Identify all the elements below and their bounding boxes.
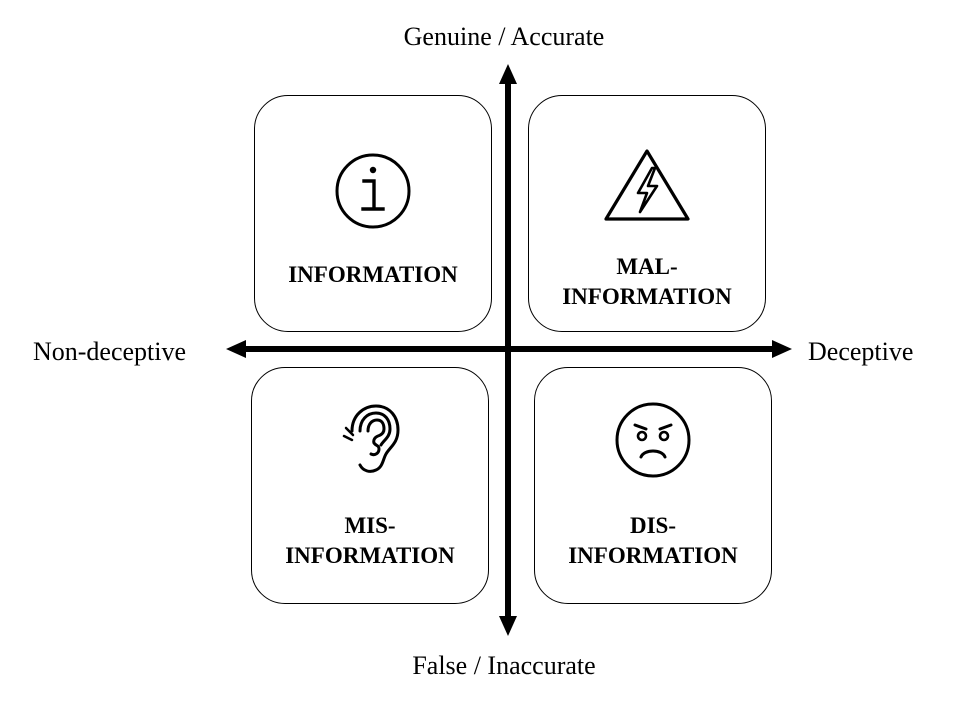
quadrant-title: MIS- INFORMATION	[252, 511, 488, 571]
quadrant-title-line: MAL-	[616, 254, 678, 279]
quadrant-title-line: MIS-	[344, 513, 396, 538]
arrow-left-icon	[226, 340, 246, 358]
quadrant-dis-information: DIS- INFORMATION	[534, 367, 772, 604]
quadrant-title: DIS- INFORMATION	[535, 511, 771, 571]
quadrant-title: INFORMATION	[255, 260, 491, 290]
axis-label-top: Genuine / Accurate	[403, 22, 605, 51]
arrow-right-icon	[772, 340, 792, 358]
quadrant-mal-information: MAL- INFORMATION	[528, 95, 766, 332]
quadrant-information: INFORMATION	[254, 95, 492, 332]
axis-label-bottom: False / Inaccurate	[412, 651, 596, 680]
angry-face-icon	[615, 402, 691, 478]
quadrant-title-line: INFORMATION	[285, 543, 455, 568]
axis-label-left: Non-deceptive	[33, 337, 187, 366]
info-icon	[335, 153, 411, 229]
quadrant-title-line: INFORMATION	[288, 262, 458, 287]
quadrant-title: MAL- INFORMATION	[529, 252, 765, 312]
arrow-up-icon	[499, 64, 517, 84]
axis-label-right: Deceptive	[808, 337, 914, 366]
quadrant-mis-information: MIS- INFORMATION	[251, 367, 489, 604]
quadrant-title-line: INFORMATION	[562, 284, 732, 309]
ear-icon	[342, 404, 400, 473]
arrow-down-icon	[499, 616, 517, 636]
quadrant-title-line: INFORMATION	[568, 543, 738, 568]
warning-lightning-icon	[604, 149, 690, 221]
quadrant-title-line: DIS-	[629, 513, 676, 538]
